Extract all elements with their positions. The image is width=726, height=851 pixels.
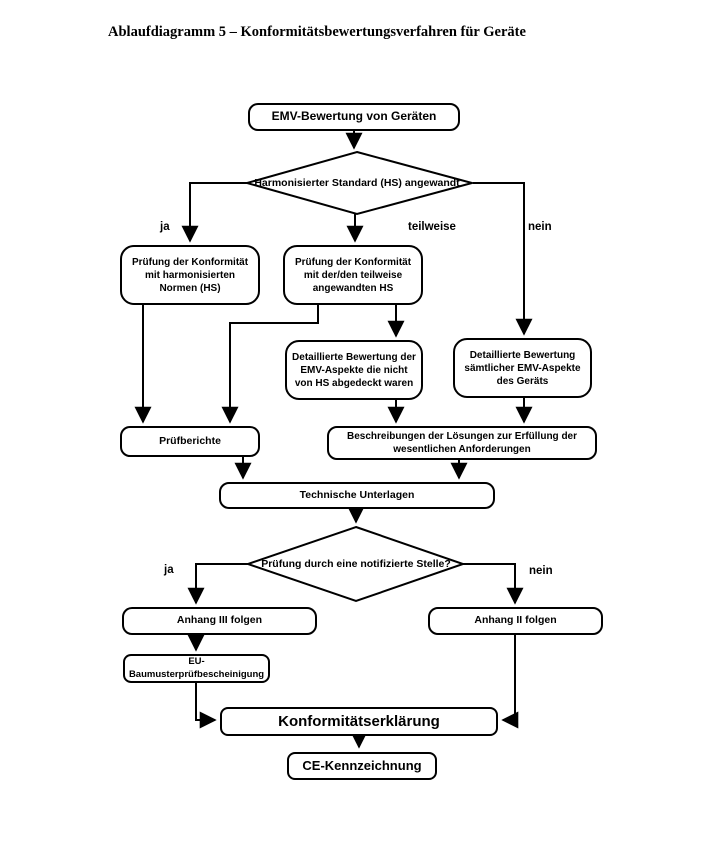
decision2-diamond xyxy=(244,525,467,603)
node-pruefung-harmonisierte-normen: Prüfung der Konformität mit harmonisiert… xyxy=(120,245,260,305)
arrow-midbox-to-pruefberichte xyxy=(221,305,319,424)
branch-label-nein-1: nein xyxy=(528,221,552,233)
arrow-anhang2-to-konformitaet xyxy=(501,635,519,729)
node-beschreibungen-loesungen: Beschreibungen der Lösungen zur Erfüllun… xyxy=(327,426,597,460)
decision1-diamond xyxy=(243,150,476,216)
arrow-eu-to-konformitaet xyxy=(195,683,217,729)
node-technische-unterlagen: Technische Unterlagen xyxy=(219,482,495,509)
arrow-decision1-nein xyxy=(473,182,533,336)
branch-label-teilweise: teilweise xyxy=(408,221,456,233)
node-konformitaetserklaerung: Konformitätserklärung xyxy=(220,707,498,736)
node-ce-kennzeichnung: CE-Kennzeichnung xyxy=(287,752,437,780)
node-emv-bewertung: EMV-Bewertung von Geräten xyxy=(248,103,460,131)
node-pruefberichte: Prüfberichte xyxy=(120,426,260,457)
node-eu-baumusterpruefbescheinigung: EU-Baumusterprüfbescheinigung xyxy=(123,654,270,683)
page-title: Ablaufdiagramm 5 – Konformitätsbewertung… xyxy=(108,24,526,40)
node-pruefung-teilweise-hs: Prüfung der Konformität mit der/den teil… xyxy=(283,245,423,305)
arrow-decision2-nein xyxy=(463,563,524,605)
node-detaillierte-bewertung-nicht-hs: Detaillierte Bewertung der EMV-Aspekte d… xyxy=(285,340,423,400)
node-anhang-iii: Anhang III folgen xyxy=(122,607,317,635)
branch-label-ja-2: ja xyxy=(164,564,174,576)
branch-label-ja-1: ja xyxy=(160,221,170,233)
node-anhang-ii: Anhang II folgen xyxy=(428,607,603,635)
arrow-decision2-ja xyxy=(187,563,248,605)
arrow-decision1-ja xyxy=(181,182,247,243)
node-detaillierte-bewertung-saemtlich: Detaillierte Bewertung sämtlicher EMV-As… xyxy=(453,338,592,398)
branch-label-nein-2: nein xyxy=(529,565,553,577)
